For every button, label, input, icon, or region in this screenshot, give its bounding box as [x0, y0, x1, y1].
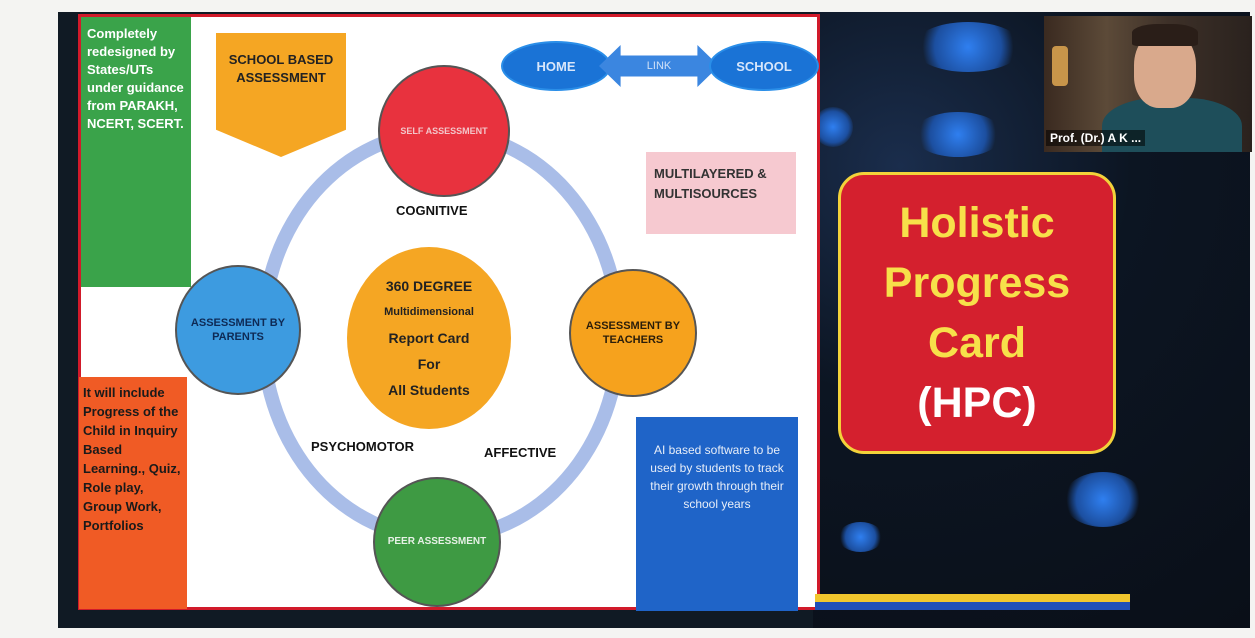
redesign-note: Completely redesigned by States/UTs unde… [81, 17, 191, 287]
hpc-line-1: Holistic [899, 199, 1055, 247]
multilayered-note: MULTILAYERED & MULTISOURCES [646, 152, 796, 234]
self-assessment-circle: SELF ASSESSMENT [378, 65, 510, 197]
bokeh-light [913, 22, 1023, 72]
bokeh-light [1063, 472, 1143, 527]
lamp-shape [1052, 46, 1068, 86]
bokeh-light [838, 522, 883, 552]
affective-label: AFFECTIVE [484, 445, 557, 460]
hpc-line-2: Progress [883, 259, 1071, 307]
center-line-5: All Students [388, 382, 470, 398]
inclusion-note: It will include Progress of the Child in… [79, 377, 187, 609]
accent-bar-yellow [815, 594, 1130, 602]
center-line-1: 360 DEGREE [385, 278, 473, 294]
presentation-slide: Completely redesigned by States/UTs unde… [78, 14, 820, 611]
report-card-circle: 360 DEGREE Multidimensional Report Card … [347, 247, 511, 429]
participant-name-label: Prof. (Dr.) A K ... [1046, 130, 1146, 146]
participant-hair [1132, 24, 1198, 46]
peer-assessment-circle: PEER ASSESSMENT [373, 477, 501, 607]
cognitive-label: COGNITIVE [396, 203, 468, 218]
center-line-2: Multidimensional [384, 306, 474, 318]
school-based-assessment-badge: SCHOOL BASED ASSESSMENT [216, 33, 346, 157]
center-line-4: For [417, 356, 441, 372]
psychomotor-label: PSYCHOMOTOR [311, 439, 415, 454]
link-arrow: LINK [599, 45, 719, 87]
participant-video-tile[interactable]: Prof. (Dr.) A K ... [1044, 16, 1252, 152]
center-line-3: Report Card [388, 330, 470, 346]
home-ellipse: HOME [501, 41, 611, 91]
hpc-title-card: Holistic Progress Card (HPC) [838, 172, 1116, 454]
hpc-line-3: Card [928, 319, 1026, 367]
teachers-assessment-circle: ASSESSMENT BY TEACHERS [569, 269, 697, 397]
ai-software-note: AI based software to be used by students… [636, 417, 798, 611]
hpc-abbreviation: (HPC) [917, 379, 1037, 427]
parents-assessment-circle: ASSESSMENT BY PARENTS [175, 265, 301, 395]
bokeh-light [913, 112, 1003, 157]
accent-bar-blue [815, 602, 1130, 610]
school-ellipse: SCHOOL [709, 41, 819, 91]
